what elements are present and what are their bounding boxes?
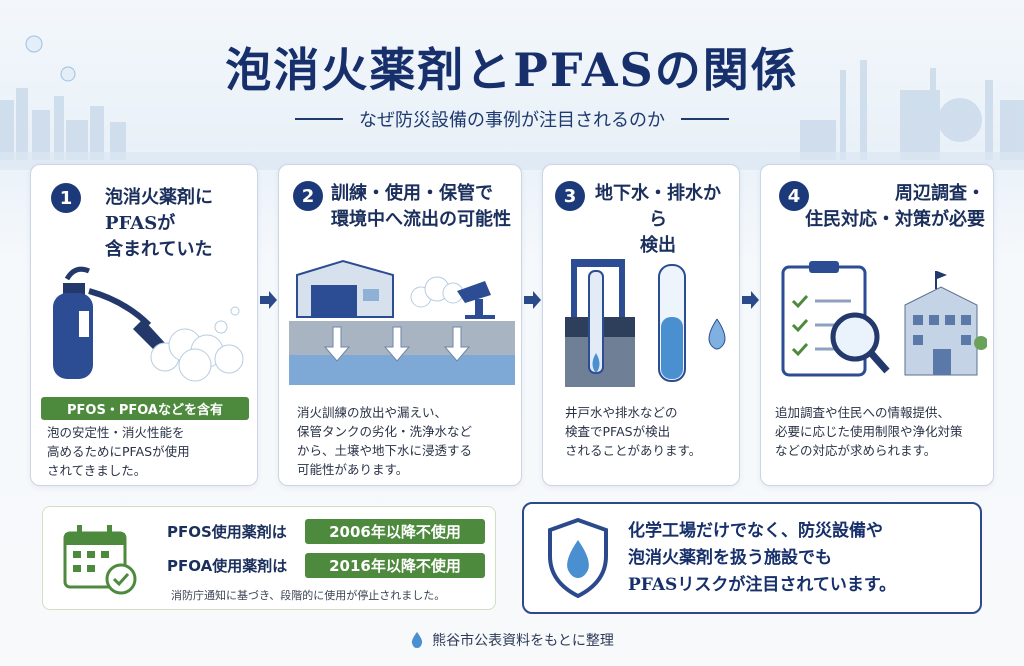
body-line: されることがあります。 [565, 443, 702, 458]
body-line: 高めるためにPFASが使用 [47, 444, 190, 459]
page-title: 泡消火薬剤とPFASの関係 [225, 43, 799, 97]
magnifier-icon [830, 312, 890, 374]
step-body: 井戸水や排水などの 検査でPFASが検出 されることがあります。 [565, 403, 701, 460]
pfoa-label: PFOA使用薬剤は [167, 557, 288, 575]
contains-tag: PFOS・PFOAなどを含有 [41, 397, 249, 420]
step-heading: 周辺調査・ 住民対応・対策が必要 [789, 181, 985, 233]
body-line: されてきました。 [47, 463, 147, 478]
divider [295, 118, 343, 120]
heading-line: 周辺調査・ [895, 183, 985, 204]
source-note: 熊谷市公表資料をもとに整理 [432, 633, 614, 649]
subtitle-text: なぜ防災設備の事例が注目されるのか [359, 110, 665, 131]
step-heading: 泡消火薬剤に PFASが 含まれていた [105, 185, 213, 263]
body-line: などの対応が求められます。 [775, 443, 937, 458]
step-number-badge: 1 [51, 183, 81, 213]
regulation-note: 消防庁通知に基づき、段階的に使用が停止されました。 [171, 589, 446, 602]
heading-line: PFASが [105, 213, 176, 234]
water-drop-icon [708, 318, 726, 350]
step-body: 消火訓練の放出や漏えい、 保管タンクの劣化・洗浄水など から、土壌や地下水に浸透… [297, 403, 472, 479]
divider [681, 118, 729, 120]
footer: 熊谷市公表資料をもとに整理 [0, 630, 1024, 650]
calendar-check-icon [63, 525, 137, 595]
body-line: 追加調査や住民への情報提供、 [775, 405, 951, 420]
checklist-icon [781, 261, 987, 377]
step-heading: 地下水・排水から 検出 [593, 181, 723, 259]
step-card-2: 2 訓練・使用・保管で 環境中へ流出の可能性 消火訓練の放出や漏えい、 保管タン… [278, 164, 522, 486]
callout-box: 化学工場だけでなく、防災設備や 泡消火薬剤を扱う施設でも PFASリスクが注目さ… [522, 502, 982, 614]
step-card-1: 1 泡消火薬剤に PFASが 含まれていた PFOS・PFOAなどを含有 泡の安… [30, 164, 258, 486]
water-drop-icon [411, 632, 423, 648]
body-line: 必要に応じた使用制限や浄化対策 [775, 424, 963, 439]
heading-line: 地下水・排水から [595, 183, 721, 230]
body-line: 泡の安定性・消火性能を [47, 425, 185, 440]
body-line: 検査でPFASが検出 [565, 424, 671, 439]
test-tube-icon [658, 264, 686, 382]
body-line: 井戸水や排水などの [565, 405, 678, 420]
body-line: 消火訓練の放出や漏えい、 [297, 405, 448, 420]
step-number-badge: 4 [779, 181, 809, 211]
warehouse-icon [289, 259, 515, 385]
step-body: 追加調査や住民への情報提供、 必要に応じた使用制限や浄化対策 などの対応が求めら… [775, 403, 963, 460]
step-card-3: 3 地下水・排水から 検出 井戸水や排水などの 検査でPFASが検出 されること… [542, 164, 740, 486]
step-body: 泡の安定性・消火性能を 高めるためにPFASが使用 されてきました。 [47, 423, 190, 480]
subtitle: なぜ防災設備の事例が注目されるのか [0, 106, 1024, 132]
callout-line: 泡消火薬剤を扱う施設でも [628, 548, 832, 568]
pfos-label: PFOS使用薬剤は [167, 523, 287, 541]
well-pipe-icon [565, 259, 726, 387]
body-line: から、土壌や地下水に浸透する [297, 443, 473, 458]
heading-line: 環境中へ流出の可能性 [331, 209, 511, 230]
step-number-badge: 2 [293, 181, 323, 211]
step-heading: 訓練・使用・保管で 環境中へ流出の可能性 [331, 181, 511, 233]
fire-extinguisher-icon [53, 266, 244, 382]
body-line: 保管タンクの劣化・洗浄水など [297, 424, 473, 439]
pfoa-tag: 2016年以降不使用 [305, 553, 485, 578]
bubble-decoration [25, 35, 76, 82]
regulation-box: PFOS使用薬剤は 2006年以降不使用 PFOA使用薬剤は 2016年以降不使… [42, 506, 496, 610]
step-card-4: 4 周辺調査・ 住民対応・対策が必要 追加調査や住民への情報提供、 必要に応じた… [760, 164, 994, 486]
flow-arrow-icon [742, 291, 759, 309]
heading-line: 含まれていた [105, 239, 213, 260]
shield-drop-icon [548, 518, 608, 598]
public-building-icon [904, 271, 978, 376]
callout-line: PFASリスクが注目されています。 [628, 575, 897, 595]
heading-line: 訓練・使用・保管で [331, 183, 493, 204]
hose-nozzle-icon [457, 281, 491, 303]
flow-arrow-icon [260, 291, 277, 309]
flow-arrow-icon [524, 291, 541, 309]
heading-line: 検出 [640, 235, 676, 256]
heading-line: 泡消火薬剤に [105, 187, 213, 208]
body-line: 可能性があります。 [297, 462, 409, 477]
callout-text: 化学工場だけでなく、防災設備や 泡消火薬剤を扱う施設でも PFASリスクが注目さ… [628, 518, 896, 599]
step-number-badge: 3 [555, 181, 585, 211]
heading-line: 住民対応・対策が必要 [805, 209, 985, 230]
pfos-tag: 2006年以降不使用 [305, 519, 485, 544]
callout-line: 化学工場だけでなく、防災設備や [628, 521, 883, 541]
